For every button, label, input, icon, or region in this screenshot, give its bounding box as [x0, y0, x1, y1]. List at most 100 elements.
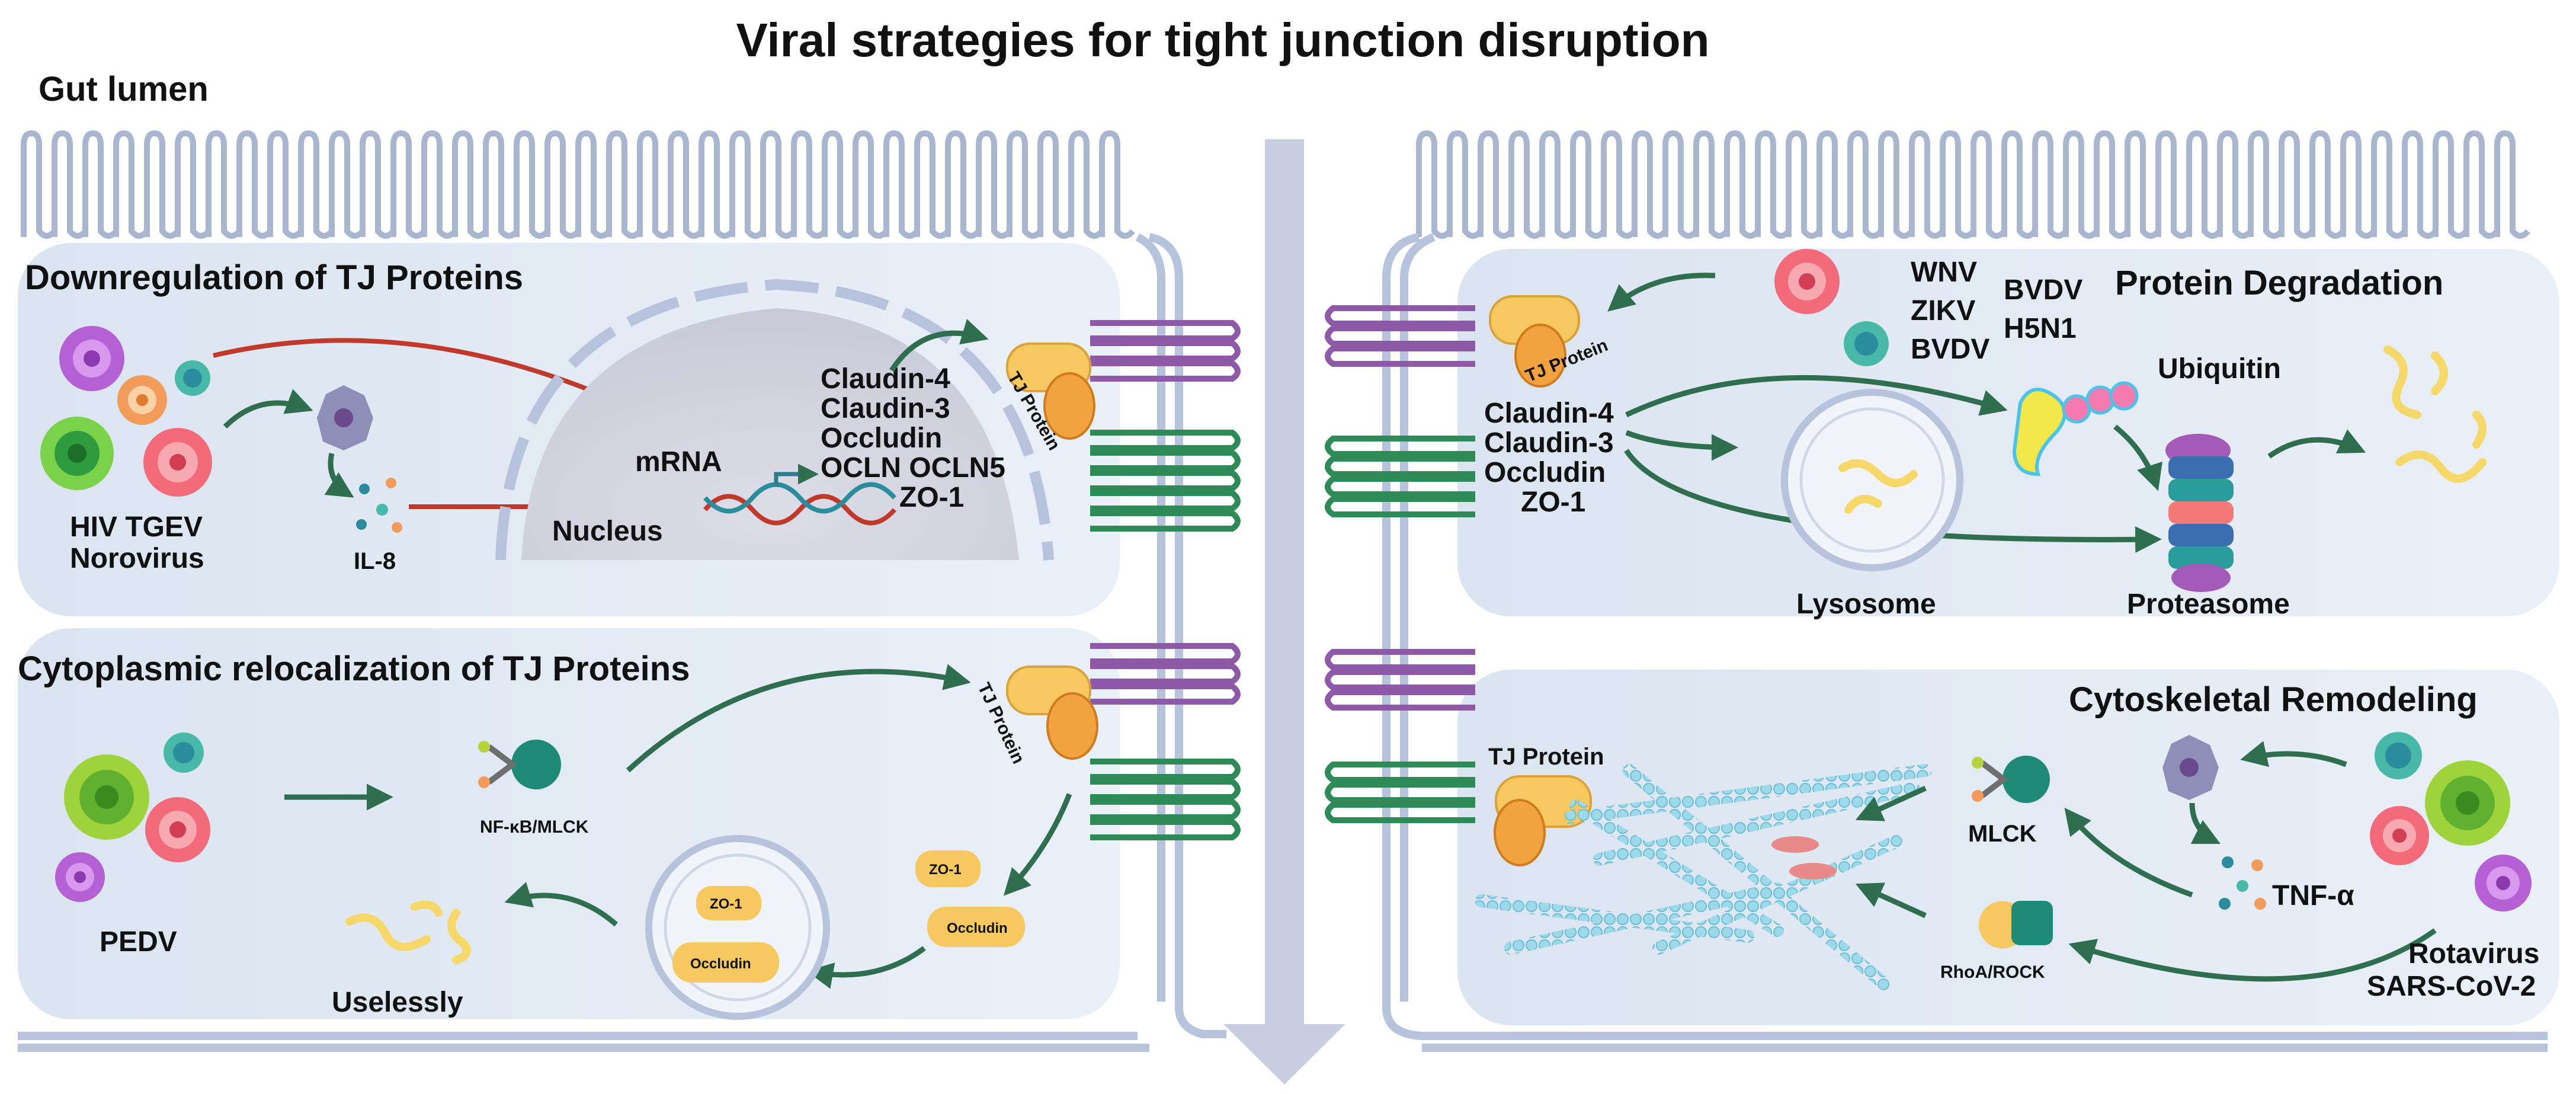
virus-icon: [2425, 760, 2510, 846]
tj-strand: [1325, 669, 1475, 690]
tj-strand: [1325, 802, 1475, 823]
arrow-tj-to-zo1: [1003, 793, 1072, 896]
arrow-virus-to-tj: [1607, 273, 1716, 312]
tj-protein-icon: [1006, 666, 1098, 760]
arrow-mlck-to-actin: [1855, 785, 1927, 821]
tj-strand: [1090, 819, 1241, 840]
tj-strand: [1325, 325, 1475, 347]
virus-label-sars-cov-2: SARS-CoV-2: [2367, 971, 2536, 1002]
gut-lumen-label: Gut lumen: [39, 70, 209, 108]
virus-h5n1: H5N1: [2004, 313, 2077, 344]
tj-strands-left: [1090, 320, 1241, 840]
degradation-title: Protein Degradation: [2115, 264, 2443, 302]
occludin-label: Occludin: [947, 920, 1008, 936]
degraded-fragments-icon: [2383, 346, 2487, 483]
virus-group-relocalization: [55, 732, 210, 902]
tj-strand: [1090, 470, 1241, 491]
arrow-to-ubiquitin: [1625, 375, 2008, 418]
virus-label-pedv: PEDV: [100, 926, 177, 958]
arrow-tnf-to-mlck: [2064, 807, 2193, 898]
arrow-proteins-to-vesicle: [806, 946, 926, 989]
arrow-ubiquitin-to-proteasome: [2113, 424, 2162, 491]
virus-icon: [55, 852, 105, 902]
degradation-protein-zo-1: ZO-1: [1521, 487, 1585, 518]
tj-strand: [1325, 782, 1475, 803]
cell-membranes: [18, 233, 2548, 1052]
virus-icon: [2370, 806, 2429, 865]
ubiquitin-label: Ubiquitin: [2158, 353, 2281, 385]
arrow-pathway-to-tj: [626, 664, 971, 773]
microvilli-right: [1416, 130, 2530, 239]
microvillus: [1416, 130, 2530, 239]
tj-strand: [1090, 510, 1241, 532]
degradation-protein-occludin: Occludin: [1484, 457, 1606, 488]
virus-icon: [1774, 249, 1840, 314]
virus-label-rotavirus: Rotavirus: [2408, 938, 2539, 970]
tj-strand: [1325, 476, 1475, 497]
virus-icon: [59, 326, 124, 391]
il8-molecules-icon: [356, 478, 402, 533]
virus-wnv: WNV: [1911, 257, 1977, 288]
proteasome-label: Proteasome: [2127, 588, 2290, 620]
rhoa-rock-label: RhoA/ROCK: [1940, 962, 2045, 982]
tj-strand: [1090, 683, 1241, 705]
tj-strand: [1090, 759, 1241, 780]
tj-strand: [1090, 799, 1241, 820]
arrow-virus-to-immune-cell: [223, 389, 313, 429]
protein-occludin: Occludin: [821, 423, 942, 454]
lysosome-icon: [1781, 389, 1963, 571]
inhibit-virus-to-mrna: [213, 338, 635, 411]
tj-protein-label: TJ Protein: [1488, 744, 1604, 770]
arrow-vesicle-to-useless: [504, 882, 618, 927]
virus-icon: [164, 732, 204, 773]
uselessly-label: Uselessly: [332, 987, 463, 1018]
tj-strand: [1090, 450, 1241, 471]
arrow-to-proteasome: [1624, 449, 2162, 553]
virus-group-degradation: [1774, 249, 1889, 366]
vesicle-zo1-label: ZO-1: [710, 896, 742, 912]
arrow-genes-to-tj: [889, 319, 989, 372]
virus-icon: [175, 360, 210, 396]
tj-strand: [1325, 305, 1475, 327]
tj-protein-icon: [1489, 295, 1580, 388]
virus-zikv: ZIKV: [1911, 295, 1975, 327]
zo1-label: ZO-1: [929, 862, 962, 878]
arrow-cell-to-il8: [324, 453, 354, 498]
tj-strand: [1090, 340, 1241, 362]
center-down-arrow: [1223, 139, 1345, 1085]
virus-icon: [64, 754, 149, 840]
mlck-kinase-icon: [1972, 756, 2050, 803]
virus-label-norovirus: Norovirus: [70, 543, 204, 574]
arrow-proteasome-to-fragments: [2267, 429, 2366, 459]
microvillus: [21, 130, 1135, 239]
virus-icon: [1844, 321, 1889, 366]
mrna-label: mRNA: [635, 446, 722, 478]
occludin-pill: [927, 907, 1025, 947]
tj-strand: [1325, 649, 1475, 670]
tj-strand: [1090, 643, 1241, 664]
microvilli-left: [21, 130, 1135, 239]
arrow-to-lysosome: [1625, 430, 1738, 461]
protein-zo-1: ZO-1: [899, 482, 964, 513]
il8-label: IL-8: [354, 548, 396, 574]
virus-bvdv-1: BVDV: [1911, 334, 1989, 365]
tj-strand: [1325, 496, 1475, 517]
myosin-icon: [1771, 836, 1837, 879]
vesicle-icon: [645, 835, 830, 1020]
tj-strand: [1090, 320, 1241, 341]
ubiquitin-chain-icon: [2012, 381, 2139, 476]
panel-bg-relocalization: [18, 628, 1120, 1019]
arrow-cell-to-tnf: [2189, 802, 2221, 845]
immune-cell-icon: [317, 385, 373, 450]
arrow-virus-to-rho: [2068, 928, 2437, 982]
virus-bvdv-2: BVDV: [2004, 274, 2082, 306]
tj-strand: [1090, 663, 1241, 684]
virus-group-downregulation: [40, 326, 212, 497]
tj-strand: [1325, 456, 1475, 477]
virus-icon: [2375, 732, 2422, 779]
tnf-alpha-label: TNF-α: [2272, 880, 2354, 911]
dna-helix-icon: [703, 463, 896, 526]
tj-strand: [1090, 430, 1241, 451]
virus-icon: [2475, 855, 2532, 911]
